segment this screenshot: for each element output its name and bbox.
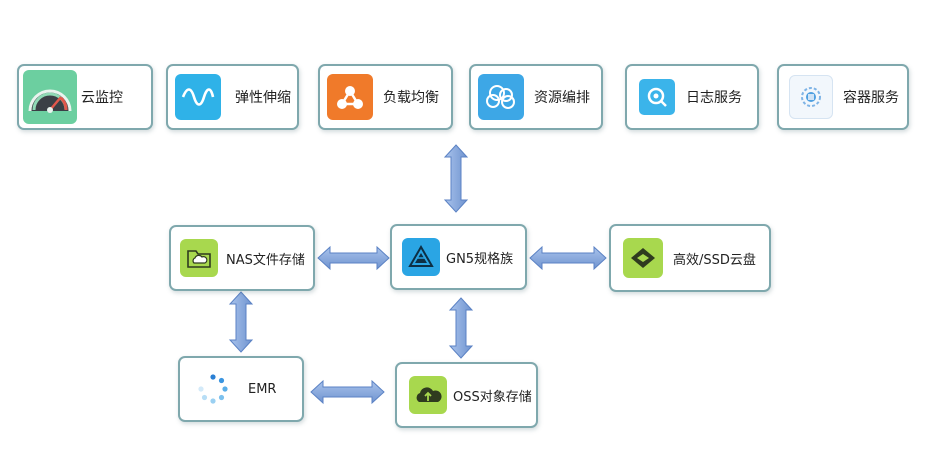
cloud-orchestration-icon [478,74,524,120]
service-label: 弹性伸缩 [235,90,291,106]
node-emr[interactable]: EMR [178,356,304,422]
service-cloud-monitor[interactable]: 云监控 [17,64,153,130]
arrow-gn5-ssd [529,245,607,271]
node-oss[interactable]: OSS对象存储 [395,362,538,428]
node-nas[interactable]: NAS文件存储 [169,225,315,291]
gauge-icon [23,70,77,124]
gear-container-icon [789,75,833,119]
service-load-balancer[interactable]: 负载均衡 [318,64,453,130]
node-label: EMR [248,381,277,397]
node-label: 高效/SSD云盘 [673,252,756,268]
node-label: OSS对象存储 [453,389,532,405]
gpu-pyramid-icon [402,238,440,276]
service-container[interactable]: 容器服务 [777,64,909,130]
node-label: NAS文件存储 [226,252,305,268]
service-label: 日志服务 [686,90,742,106]
service-auto-scaling[interactable]: 弹性伸缩 [166,64,299,130]
service-resource-orchestration[interactable]: 资源编排 [469,64,603,130]
service-label: 负载均衡 [383,90,439,106]
node-label: GN5规格族 [446,251,514,267]
folder-cloud-icon [180,239,218,277]
arrow-nas-emr [228,291,254,353]
node-gn5[interactable]: GN5规格族 [390,224,527,290]
search-log-icon [634,74,680,120]
arrow-top-gn5 [443,144,469,213]
network-node-icon [327,74,373,120]
cloud-upload-icon [409,376,447,414]
service-label: 云监控 [81,90,123,106]
arrow-nas-gn5 [317,245,390,271]
arrow-emr-oss [310,379,385,405]
service-log[interactable]: 日志服务 [625,64,759,130]
arrow-gn5-oss [448,297,474,359]
service-label: 资源编排 [534,90,590,106]
service-label: 容器服务 [843,90,899,106]
dots-circle-icon [190,366,236,412]
wave-icon [175,74,221,120]
node-ssd[interactable]: 高效/SSD云盘 [609,224,771,292]
disk-icon [623,238,663,278]
